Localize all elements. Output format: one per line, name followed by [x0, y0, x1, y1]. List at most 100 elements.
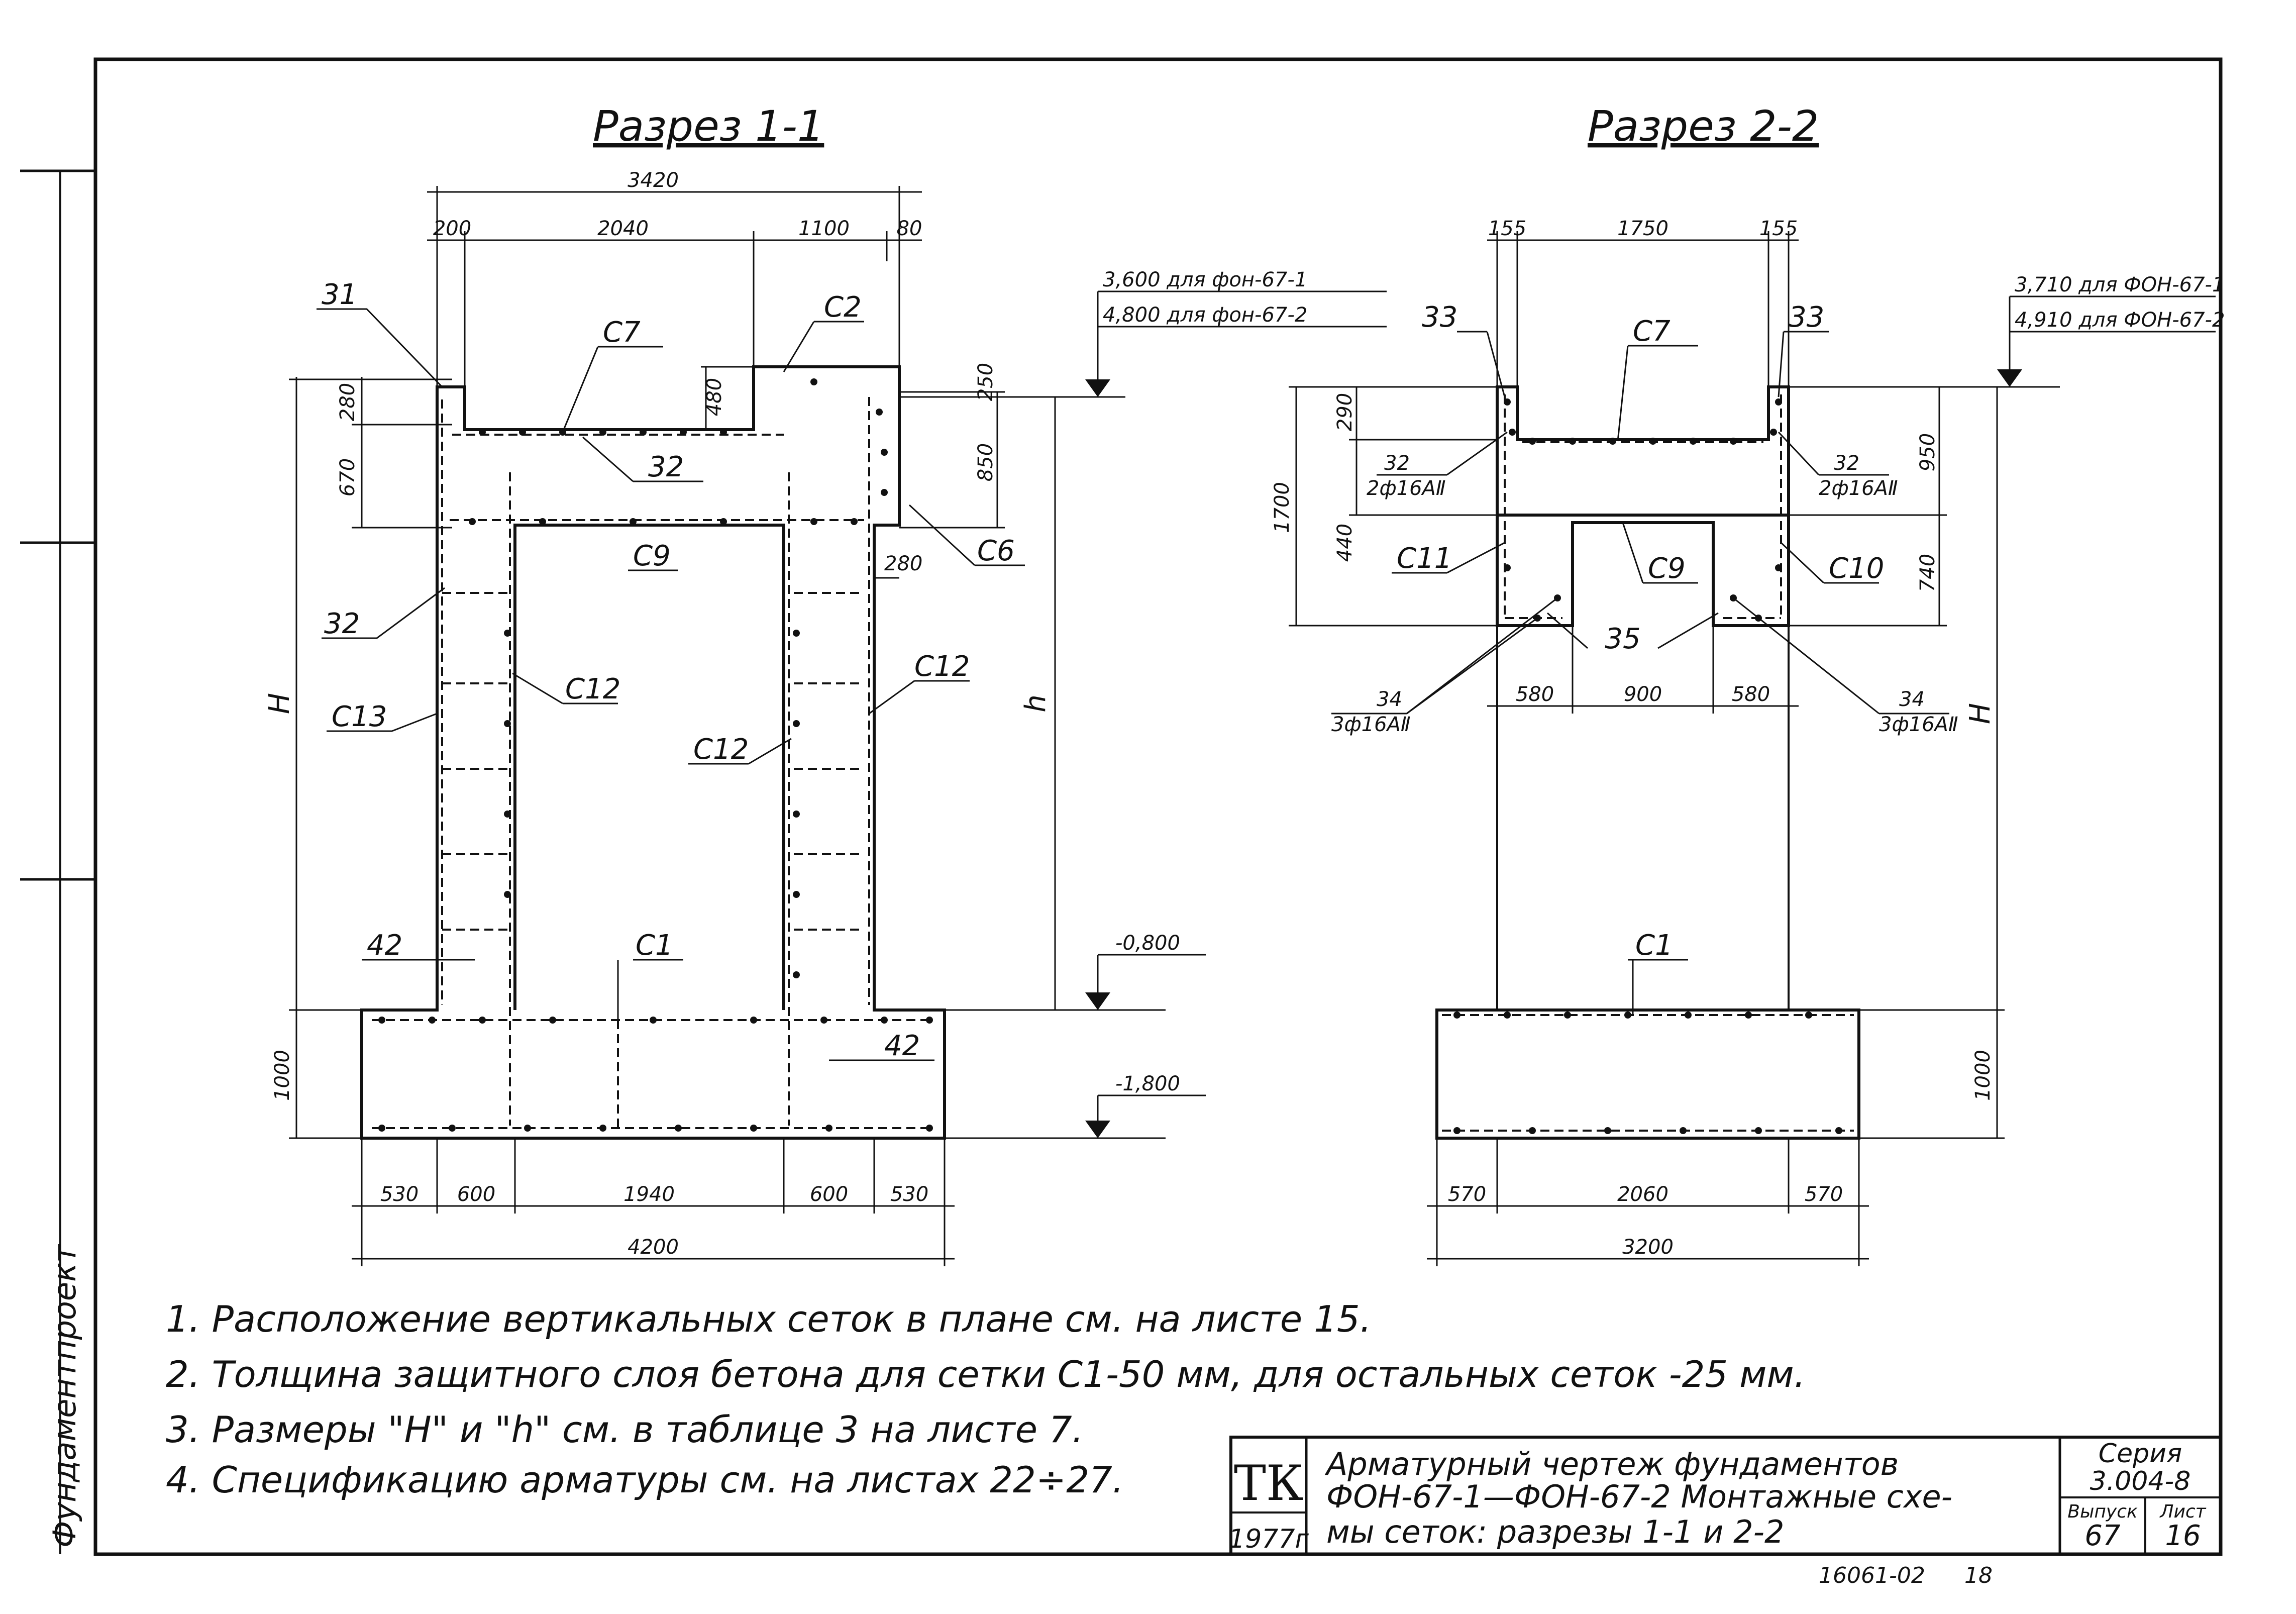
label-2-C7: C7 — [1633, 315, 1671, 348]
dim-2-inner-c: 580 — [1732, 683, 1770, 706]
dim-1-bottom-c: 1940 — [623, 1183, 675, 1206]
elevation-marker-low-1 — [1085, 1121, 1110, 1138]
label-C12-a: C12 — [565, 673, 620, 705]
label-2-34-left-sub: 3ф16АⅡ — [1331, 713, 1411, 736]
dim-1-left-b: 670 — [336, 458, 359, 496]
section-2-dim-lines — [1289, 231, 2216, 1266]
label-32-top: 32 — [648, 451, 684, 483]
label-2-34-right: 34 — [1899, 688, 1925, 711]
label-2-C9: C9 — [1648, 552, 1686, 585]
footer-code: 16061-02 — [1819, 1563, 1925, 1588]
title-logo: ТК — [1234, 1455, 1303, 1511]
dim-2-inner-a: 580 — [1516, 683, 1554, 706]
label-32-left: 32 — [324, 608, 360, 640]
note-3: 3. Размеры "H" и "h" см. в таблице 3 на … — [166, 1408, 1084, 1451]
dim-1-c: 1100 — [798, 217, 850, 240]
section-2-title: Разрез 2-2 — [1588, 102, 1819, 151]
sheet-value: 16 — [2165, 1520, 2201, 1552]
title-block: ТК 1977г Арматурный чертеж фундаментов Ф… — [1228, 1436, 2222, 1556]
label-C9: C9 — [633, 540, 671, 572]
section-2-leaders — [1331, 331, 1949, 1015]
dim-1-mid-a: 480 — [703, 378, 726, 416]
label-C6: C6 — [977, 535, 1015, 567]
section-2-rebar-dots — [1453, 398, 1842, 1134]
dim-2-left-c: 440 — [1333, 524, 1356, 562]
section-2-meshes — [1442, 394, 1854, 1132]
label-C1: C1 — [636, 929, 673, 962]
dim-2-right-a: 950 — [1916, 433, 1939, 471]
label-2-C11: C11 — [1397, 542, 1452, 575]
section-1-bottom-dims — [352, 1138, 955, 1266]
note-1: 1. Расположение вертикальных сеток в пла… — [166, 1298, 1372, 1340]
issue-label: Выпуск — [2067, 1501, 2138, 1522]
dim-2-top-c: 155 — [1759, 217, 1798, 240]
label-2-34-right-sub: 3ф16АⅡ — [1879, 713, 1958, 736]
elevation-marker-top-2 — [1997, 369, 2022, 387]
dim-2-bottom-c: 570 — [1805, 1183, 1843, 1206]
elev-1-top1: 3,600 для фон-67-1 — [1103, 268, 1307, 291]
dim-1-a: 200 — [433, 217, 471, 240]
title-line-3: мы сеток: разрезы 1-1 и 2-2 — [1326, 1514, 1784, 1550]
note-4: 4. Спецификацию арматуры см. на листах 2… — [166, 1459, 1124, 1501]
label-2-32-left: 32 — [1384, 452, 1410, 475]
dim-1-d: 80 — [897, 217, 922, 240]
section-1-1: Разрез 1-1 — [263, 102, 1387, 1266]
dim-2-bottom-overall: 3200 — [1622, 1236, 1674, 1259]
dim-1-overall: 3420 — [628, 169, 679, 192]
label-2-35: 35 — [1605, 623, 1640, 655]
dim-1-bottom-overall: 4200 — [628, 1236, 679, 1259]
dim-1-left-H: H — [263, 693, 296, 714]
title-line-2: ФОН-67-1—ФОН-67-2 Монтажные схе- — [1326, 1478, 1952, 1515]
section-1-title: Разрез 1-1 — [593, 102, 824, 151]
dim-2-bottom-a: 570 — [1448, 1183, 1486, 1206]
issue-value: 67 — [2084, 1520, 2121, 1552]
elev-1-low: -1,800 — [1115, 1072, 1180, 1095]
dim-2-bottom-b: 2060 — [1617, 1183, 1668, 1206]
series-value: 3.004-8 — [2090, 1466, 2191, 1496]
notes: 1. Расположение вертикальных сеток в пла… — [166, 1298, 1806, 1501]
dim-2-left-b: 290 — [1333, 393, 1356, 431]
label-C12-b: C12 — [914, 650, 970, 683]
section-1-meshes — [372, 397, 934, 1129]
side-stamp: Фундаментпроект — [46, 1244, 83, 1548]
elev-2-top2: 4,910 для ФОН-67-2 — [2015, 309, 2225, 332]
elev-2-top1: 3,710 для ФОН-67-1 — [2015, 273, 2225, 296]
elev-1-top2: 4,800 для фон-67-2 — [1103, 304, 1307, 327]
elev-1-mid: -0,800 — [1115, 932, 1180, 955]
dim-1-bottom-a: 530 — [380, 1183, 419, 1206]
section-1-rebar-dots — [378, 378, 933, 1132]
dim-1-b: 2040 — [597, 217, 649, 240]
section-1-elevation-lines — [899, 290, 1387, 1139]
dim-1-mid-d: 280 — [884, 552, 922, 575]
label-2-32-left-sub: 2ф16АⅡ — [1367, 477, 1446, 500]
dim-1-bottom-e: 530 — [890, 1183, 928, 1206]
dim-1-left-c: 1000 — [271, 1050, 294, 1101]
dim-1-left-a: 280 — [336, 383, 359, 421]
elevation-marker-top-1 — [1085, 379, 1110, 397]
dim-2-left-a: 1700 — [1271, 482, 1294, 533]
title-line-1: Арматурный чертеж фундаментов — [1324, 1446, 1899, 1482]
label-C7: C7 — [603, 316, 641, 349]
label-2-32-right-sub: 2ф16АⅡ — [1819, 477, 1898, 500]
dim-2-top-a: 155 — [1488, 217, 1526, 240]
dim-1-bottom-b: 600 — [457, 1183, 495, 1206]
dim-2-right-c: 1000 — [1971, 1050, 1995, 1101]
elevation-marker-mid-1 — [1085, 992, 1110, 1010]
footer-page: 18 — [1964, 1563, 1993, 1588]
section-2-outline — [1496, 385, 1790, 627]
title-year: 1977г — [1228, 1524, 1309, 1554]
series-label: Серия — [2099, 1439, 2182, 1469]
label-31: 31 — [322, 278, 357, 311]
sheet-frame — [93, 57, 2223, 1556]
label-C12-c: C12 — [693, 733, 749, 766]
dim-2-right-H: H — [1964, 703, 1997, 724]
label-2-C10: C10 — [1829, 552, 1884, 585]
dim-1-mid-c: 850 — [974, 443, 997, 481]
dim-1-bottom-d: 600 — [810, 1183, 848, 1206]
sheet-label: Лист — [2159, 1501, 2206, 1522]
section-1-mid-dims — [701, 366, 1005, 579]
dim-1-mid-b: 250 — [974, 363, 997, 401]
dim-2-top-b: 1750 — [1617, 217, 1668, 240]
label-2-33-left: 33 — [1422, 301, 1457, 334]
